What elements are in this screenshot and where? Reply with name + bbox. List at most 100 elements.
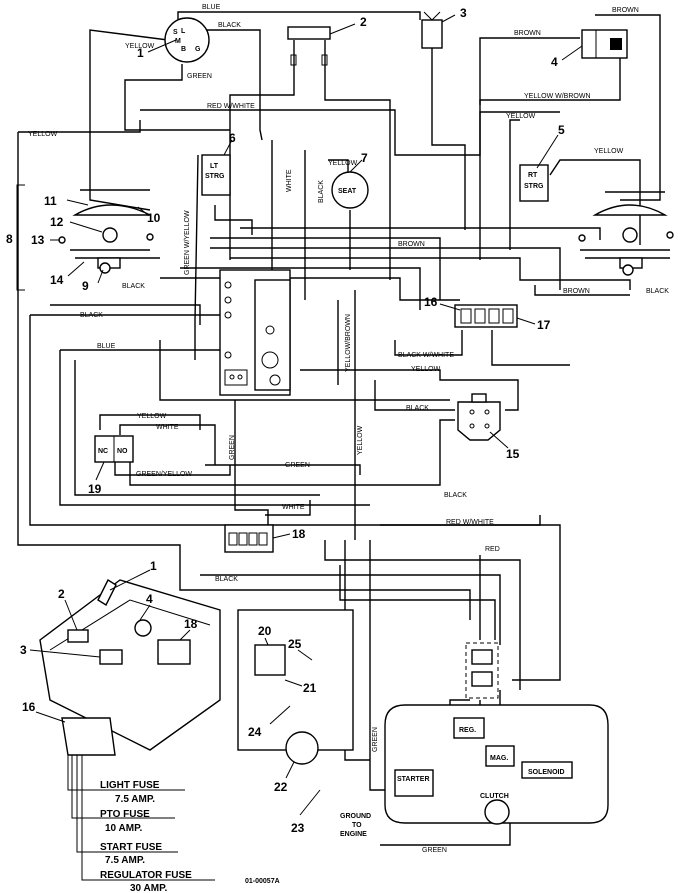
wire-harness-565	[339, 565, 496, 640]
lbl-green-h: GREEN	[285, 462, 310, 469]
fuse-block-top	[454, 304, 518, 328]
fuse-start-rating: 7.5 AMP.	[105, 855, 145, 866]
callout-16: 16	[424, 295, 438, 309]
lbl-green-engine: GREEN	[372, 727, 379, 752]
callout-3: 3	[460, 6, 467, 20]
headlight-left	[16, 184, 160, 291]
terminal-b: B	[181, 46, 186, 53]
lbl-brown-tr1: BROWN	[612, 7, 639, 14]
lbl-green-yellow-h: GREEN/YELLOW	[136, 471, 192, 478]
pto-switch-top	[421, 11, 443, 49]
wire-black-mid2	[374, 380, 455, 411]
lbl-yellow-far-left: YELLOW	[28, 131, 58, 138]
callout-23: 23	[291, 821, 305, 835]
callout-11: 11	[44, 194, 57, 208]
clutch-label: CLUTCH	[480, 793, 509, 800]
wire-green-v	[234, 400, 269, 525]
callout-19: 19	[88, 482, 102, 496]
wire-harness-228	[240, 227, 601, 240]
callout-2: 2	[360, 15, 367, 29]
callout-4: 4	[551, 55, 558, 69]
ignition-switch: S M B G L	[164, 17, 210, 63]
lbl-black-lamp: BLACK	[122, 283, 145, 290]
lbl-green-v: GREEN	[229, 435, 236, 460]
engine-outline	[384, 704, 609, 825]
lbl-yellow-brown: YELLOW W/BROWN	[524, 93, 591, 100]
wire-harness-305	[50, 304, 201, 325]
ground-label-2: TO	[352, 822, 362, 829]
fuse-light-rating: 7.5 AMP.	[115, 794, 155, 805]
lbl-black-top: BLACK	[218, 22, 241, 29]
seat-label: SEAT	[338, 188, 357, 195]
wire-harness-258	[230, 257, 631, 290]
wire-yellow-r	[509, 119, 520, 250]
lbl-yellow-seat: YELLOW	[328, 160, 358, 167]
lt-strg-line2: STRG	[205, 173, 225, 180]
callout-16-panel: 16	[22, 700, 36, 714]
mag-label: MAG.	[490, 755, 508, 762]
callout-6: 6	[229, 131, 236, 145]
lbl-yellow-mid: YELLOW	[411, 366, 441, 373]
wire-labels: BLUE BLACK YELLOW GREEN RED W/WHITE BROW…	[28, 4, 669, 854]
headlight-right	[578, 191, 674, 276]
lbl-yellow-v: YELLOW	[357, 425, 364, 455]
lbl-red-white-b: RED W/WHITE	[446, 519, 494, 526]
component-labels: REG. MAG. SOLENOID STARTER CLUTCH GROUND…	[340, 727, 565, 838]
lbl-red-b: RED	[485, 546, 500, 553]
wire-white-fuse	[265, 500, 311, 516]
wire-15-to-19	[129, 419, 455, 486]
seat-switch: SEAT	[331, 171, 369, 209]
callout-18: 18	[292, 527, 306, 541]
rt-strg-switch: RT STRG	[519, 164, 549, 202]
part-number: 01-00057A	[245, 878, 280, 885]
ground-label-1: GROUND	[340, 813, 371, 820]
nc-label: NC	[98, 448, 108, 455]
fuse-holder-18	[224, 524, 274, 553]
lbl-black-b2: BLACK	[215, 576, 238, 583]
lbl-green-top: GREEN	[187, 73, 212, 80]
callout-1-panel: 1	[150, 559, 157, 573]
lbl-blue-top: BLUE	[202, 4, 221, 11]
central-module	[219, 269, 291, 396]
wire-sw3	[431, 45, 466, 230]
lbl-black-lamp-r: BLACK	[646, 288, 669, 295]
wire-green-engine	[369, 540, 390, 791]
rt-strg-line2: STRG	[524, 183, 544, 190]
callout-14: 14	[50, 273, 64, 287]
lbl-green-bottom: GREEN	[422, 847, 447, 854]
wire-white-sw	[119, 424, 216, 465]
wire-harness-278	[160, 277, 460, 301]
wire-brown-right	[534, 285, 630, 296]
wire-green-bottom	[380, 820, 511, 846]
lbl-yellow-sw: YELLOW	[137, 413, 167, 420]
wire-yellow-sw	[99, 414, 201, 430]
terminal-l: L	[181, 28, 186, 35]
wire-yellow-r2	[549, 159, 641, 245]
wire-green-yellow-h	[114, 462, 231, 476]
callout-10: 10	[147, 211, 161, 225]
wire-yellow-far-left	[17, 132, 471, 620]
wire-black-key	[205, 29, 263, 141]
wire-harness-238	[210, 237, 441, 300]
wire-yellow-left-top	[18, 120, 141, 133]
rt-strg-line1: RT	[528, 172, 538, 179]
wire-ltstrg	[214, 205, 253, 235]
wire-black-left-loop	[29, 315, 541, 526]
callout-22: 22	[274, 780, 288, 794]
callout-8: 8	[6, 232, 13, 246]
lbl-yellow-r2: YELLOW	[594, 148, 624, 155]
callout-20: 20	[258, 624, 272, 638]
callout-17: 17	[537, 318, 551, 332]
callout-18-panel: 18	[184, 617, 198, 631]
callout-2-panel: 2	[58, 587, 65, 601]
lbl-white-sw: WHITE	[156, 424, 179, 431]
control-panel-drawing	[39, 578, 221, 756]
reg-label: REG.	[459, 727, 476, 734]
fuse-pto-name: PTO FUSE	[100, 809, 150, 820]
callout-3-panel: 3	[20, 643, 27, 657]
callout-4-panel: 4	[146, 592, 153, 606]
lt-strg-switch: LT STRG	[201, 154, 231, 196]
wire-harness-340	[159, 340, 450, 401]
wire-green-yellow-v	[194, 154, 199, 360]
